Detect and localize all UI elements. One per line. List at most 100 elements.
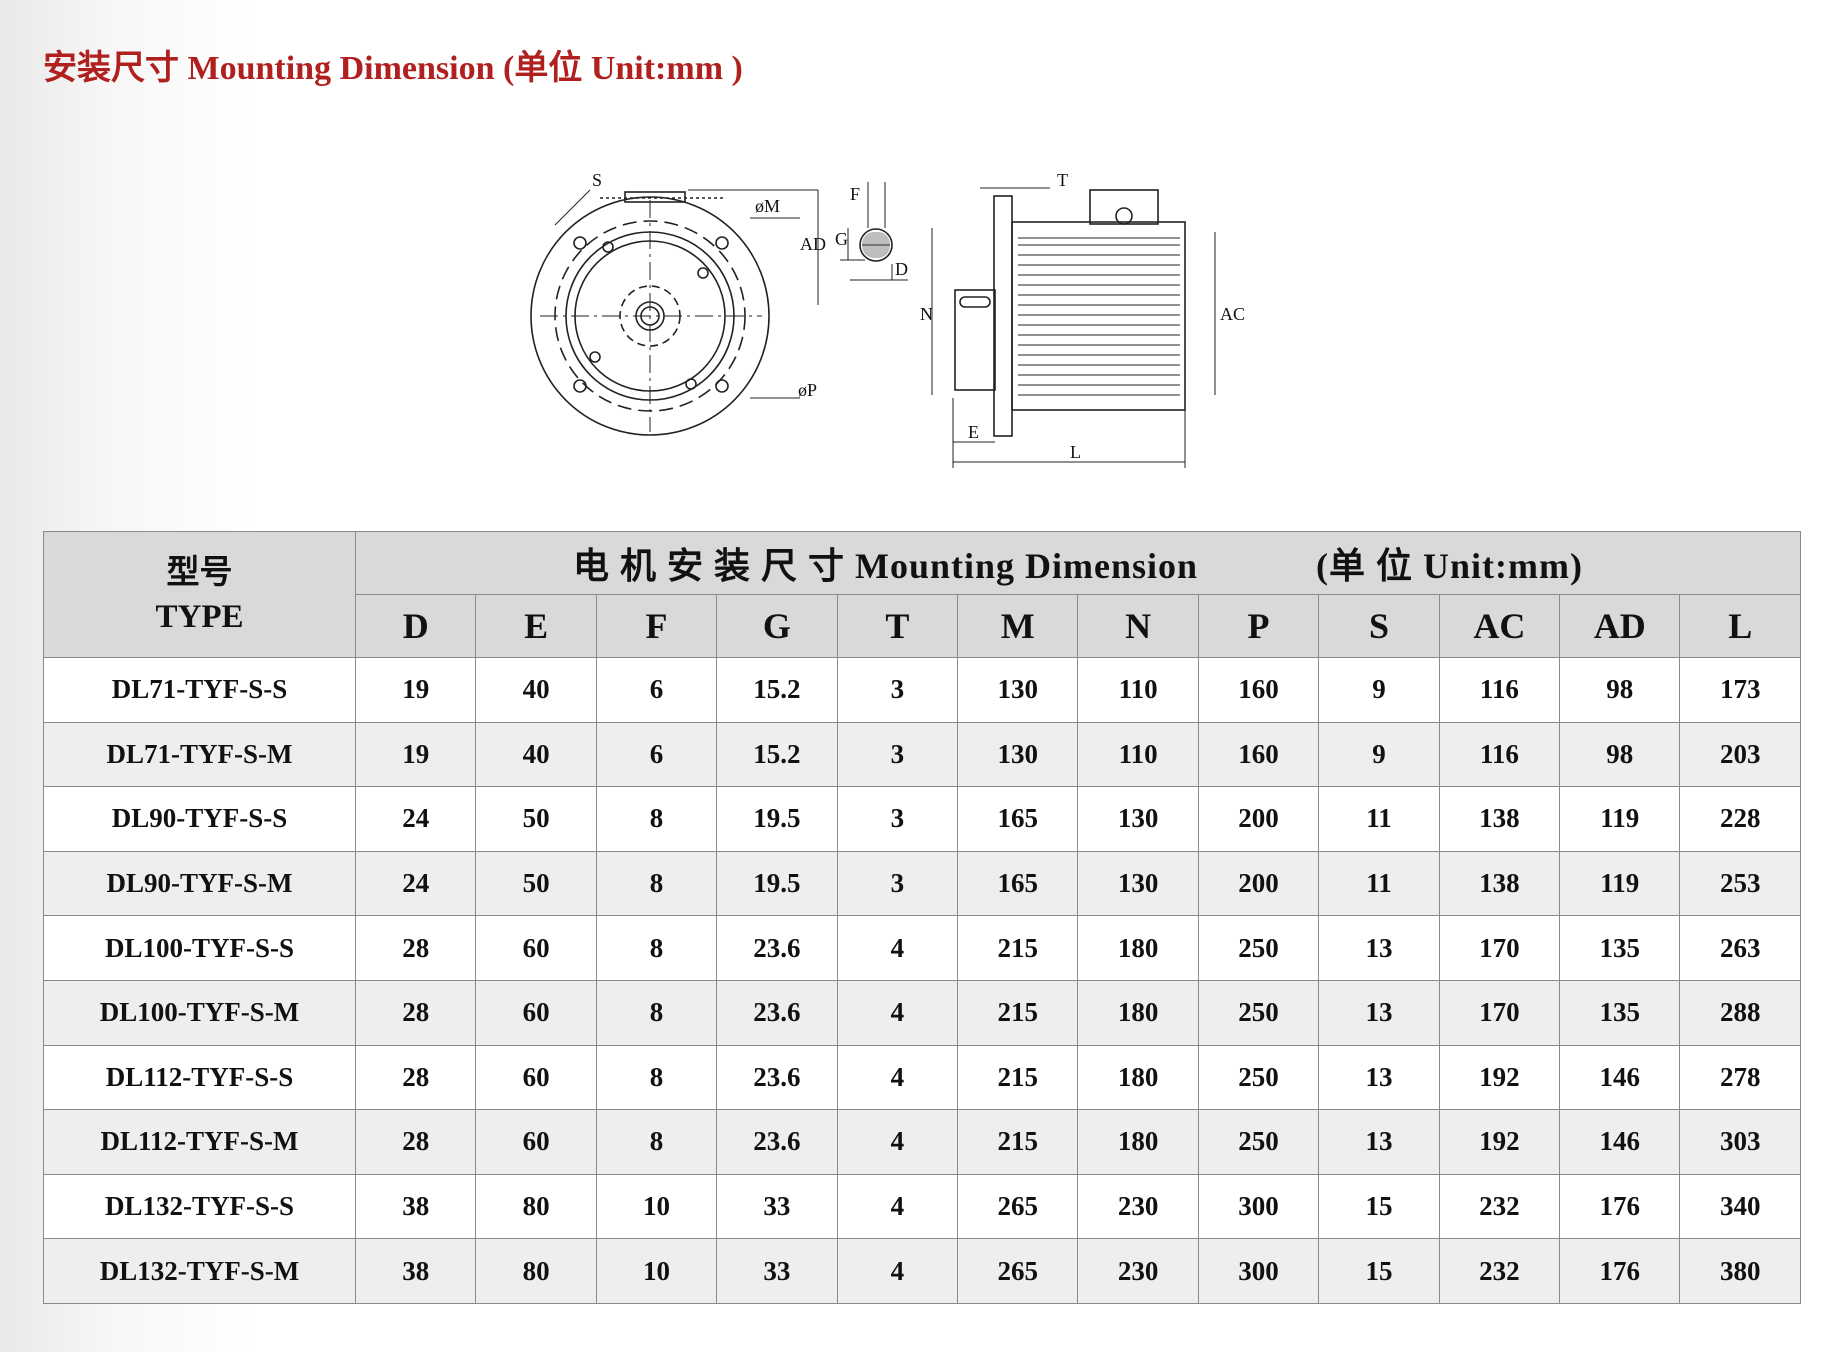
label-d: D: [895, 259, 908, 279]
value-cell-n: 180: [1077, 979, 1199, 1046]
value-cell-g: 15.2: [716, 657, 838, 723]
value-cell-ad: 146: [1559, 1109, 1681, 1175]
label-ac: AC: [1220, 304, 1245, 324]
value-cell-f: 10: [595, 1238, 718, 1304]
value-cell-s: 9: [1318, 721, 1440, 788]
span-header-title: 电 机 安 装 尺 寸 Mounting Dimension: [572, 546, 1199, 586]
value-cell-n: 130: [1077, 850, 1199, 917]
value-cell-s: 11: [1318, 786, 1440, 852]
value-cell-g: 23.6: [716, 1109, 838, 1175]
value-cell-m: 215: [957, 979, 1079, 1046]
value-cell-l: 263: [1679, 915, 1801, 981]
value-cell-s: 15: [1318, 1173, 1440, 1240]
value-cell-d: 24: [354, 786, 477, 852]
value-cell-g: 23.6: [716, 1044, 838, 1111]
value-cell-e: 60: [475, 1044, 597, 1111]
label-p: øP: [798, 380, 817, 400]
label-s: S: [592, 170, 602, 190]
value-cell-ac: 192: [1438, 1044, 1561, 1111]
value-cell-m: 165: [957, 850, 1079, 917]
value-cell-ac: 232: [1438, 1238, 1561, 1304]
column-header: P: [1197, 594, 1320, 658]
value-cell-g: 23.6: [716, 915, 838, 981]
value-cell-d: 28: [354, 979, 477, 1046]
type-cell: DL112-TYF-S-M: [43, 1109, 356, 1175]
value-cell-t: 3: [836, 721, 959, 788]
value-cell-s: 11: [1318, 850, 1440, 917]
value-cell-t: 4: [836, 1238, 959, 1304]
type-cell: DL100-TYF-S-S: [43, 915, 356, 981]
type-header-en: TYPE: [155, 598, 244, 635]
value-cell-l: 228: [1679, 786, 1801, 852]
type-cell: DL132-TYF-S-M: [43, 1238, 356, 1304]
type-cell: DL112-TYF-S-S: [43, 1044, 356, 1111]
value-cell-ac: 192: [1438, 1109, 1561, 1175]
value-cell-f: 6: [595, 657, 718, 723]
value-cell-n: 180: [1077, 1109, 1199, 1175]
column-header: S: [1318, 594, 1440, 658]
type-cell: DL71-TYF-S-M: [43, 721, 356, 788]
value-cell-f: 10: [595, 1173, 718, 1240]
column-header: F: [595, 594, 718, 658]
label-f: F: [850, 184, 860, 204]
value-cell-d: 28: [354, 1044, 477, 1111]
value-cell-p: 250: [1197, 1044, 1320, 1111]
value-cell-p: 160: [1197, 657, 1320, 723]
value-cell-ad: 176: [1559, 1238, 1681, 1304]
value-cell-m: 130: [957, 721, 1079, 788]
value-cell-ad: 135: [1559, 979, 1681, 1046]
value-cell-ad: 119: [1559, 850, 1681, 917]
value-cell-e: 80: [475, 1173, 597, 1240]
value-cell-g: 19.5: [716, 786, 838, 852]
value-cell-f: 8: [595, 1109, 718, 1175]
value-cell-ac: 232: [1438, 1173, 1561, 1240]
value-cell-d: 38: [354, 1238, 477, 1304]
column-header: AC: [1438, 594, 1561, 658]
type-header-cn: 型号: [166, 554, 233, 591]
value-cell-f: 8: [595, 915, 718, 981]
value-cell-p: 250: [1197, 915, 1320, 981]
value-cell-t: 3: [836, 850, 959, 917]
value-cell-s: 13: [1318, 979, 1440, 1046]
label-l: L: [1070, 442, 1081, 462]
value-cell-ad: 176: [1559, 1173, 1681, 1240]
value-cell-t: 3: [836, 657, 959, 723]
value-cell-l: 340: [1679, 1173, 1801, 1240]
value-cell-l: 288: [1679, 979, 1801, 1046]
value-cell-e: 40: [475, 657, 597, 723]
value-cell-p: 160: [1197, 721, 1320, 788]
column-header: G: [716, 594, 838, 658]
value-cell-d: 19: [354, 721, 477, 788]
page-title: 安装尺寸 Mounting Dimension (单位 Unit:mm ): [43, 50, 743, 87]
column-header: D: [354, 594, 477, 658]
value-cell-e: 80: [475, 1238, 597, 1304]
value-cell-p: 250: [1197, 1109, 1320, 1175]
value-cell-g: 33: [716, 1173, 838, 1240]
value-cell-n: 180: [1077, 1044, 1199, 1111]
value-cell-ac: 116: [1438, 721, 1561, 788]
value-cell-p: 300: [1197, 1173, 1320, 1240]
column-header: AD: [1559, 594, 1681, 658]
value-cell-p: 250: [1197, 979, 1320, 1046]
value-cell-d: 24: [354, 850, 477, 917]
label-m: øM: [755, 196, 780, 216]
value-cell-l: 173: [1679, 657, 1801, 723]
label-g: G: [835, 229, 848, 249]
value-cell-m: 265: [957, 1238, 1079, 1304]
type-cell: DL132-TYF-S-S: [43, 1173, 356, 1240]
value-cell-f: 8: [595, 850, 718, 917]
value-cell-g: 33: [716, 1238, 838, 1304]
value-cell-l: 253: [1679, 850, 1801, 917]
value-cell-p: 300: [1197, 1238, 1320, 1304]
value-cell-ac: 138: [1438, 850, 1561, 917]
value-cell-n: 110: [1077, 657, 1199, 723]
value-cell-ad: 98: [1559, 657, 1681, 723]
value-cell-s: 13: [1318, 915, 1440, 981]
value-cell-ac: 170: [1438, 979, 1561, 1046]
